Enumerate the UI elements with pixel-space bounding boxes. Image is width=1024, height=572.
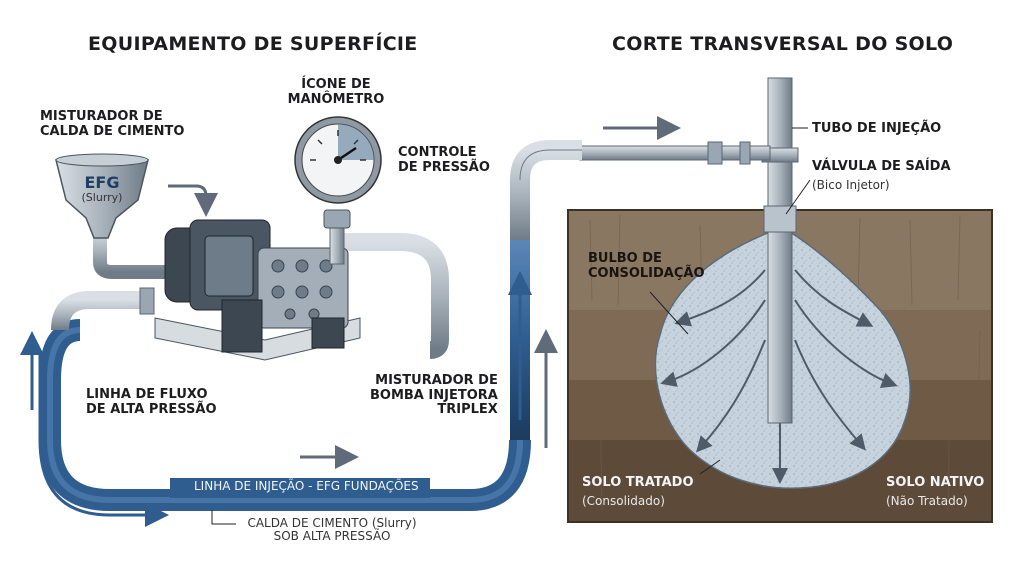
- bulb-label: BULBO DE CONSOLIDAÇÃO: [588, 251, 705, 281]
- pressure-gauge: [294, 116, 382, 204]
- triplex-pump: [154, 209, 361, 361]
- native-soil-sub: (Não Tratado): [886, 494, 968, 508]
- pressure-control-label: CONTROLE DE PRESSÃO: [398, 145, 490, 175]
- right-title: CORTE TRANSVERSAL DO SOLO: [612, 33, 954, 55]
- mixer-sub: (Slurry): [81, 191, 123, 204]
- injection-line-banner: [170, 478, 430, 498]
- injection-tube: [767, 77, 793, 424]
- injection-tube-label: TUBO DE INJEÇÃO: [812, 121, 942, 136]
- high-pressure-line-label: LINHA DE FLUXO DE ALTA PRESSÃO: [86, 387, 217, 417]
- injection-line-label: LINHA DE INJEÇÃO - EFG FUNDAÇÕES: [194, 479, 419, 493]
- leader-lines: [211, 127, 811, 525]
- left-title: EQUIPAMENTO DE SUPERFÍCIE: [88, 33, 418, 55]
- outlet-valve-label: VÁLVULA DE SAÍDA: [812, 159, 951, 174]
- mixer-label: MISTURADOR DE CALDA DE CIMENTO: [40, 109, 185, 139]
- mixer-hopper: [55, 153, 149, 239]
- slurry-note: CALDA DE CIMENTO (Slurry) SOB ALTA PRESS…: [247, 516, 417, 544]
- gauge-icon-label: ÍCONE DE MANÔMETRO: [287, 77, 385, 107]
- outlet-valve-sub: (Bico Injetor): [812, 178, 890, 192]
- outlet-flow-arrows: [660, 269, 898, 484]
- flow-arrows-blue: [20, 271, 532, 527]
- treated-soil-sub: (Consolidado): [582, 494, 665, 508]
- pump-label: MISTURADOR DE BOMBA INJETORA TRIPLEX: [370, 373, 498, 418]
- flow-arrows-grey: [168, 116, 681, 469]
- treated-soil-label: SOLO TRATADO: [582, 475, 694, 490]
- native-soil-label: SOLO NATIVO: [886, 475, 985, 490]
- mixer-brand: EFG: [84, 173, 120, 192]
